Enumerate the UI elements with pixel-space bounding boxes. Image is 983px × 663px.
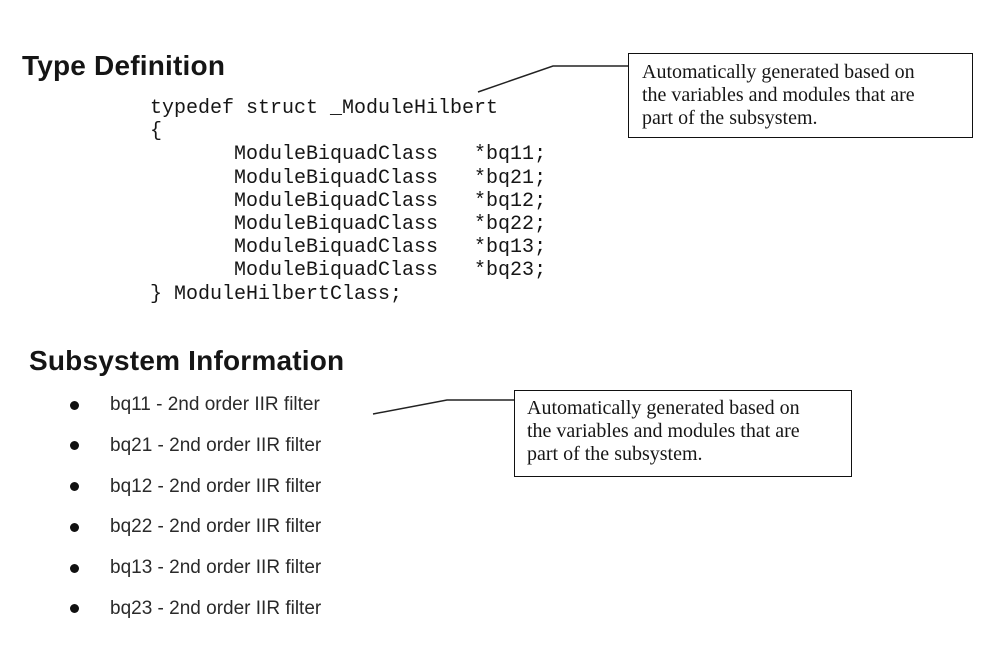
subsystem-module-list: bq11 - 2nd order IIR filter bq21 - 2nd o… <box>0 394 321 620</box>
code-line: ModuleBiquadClass *bq21; <box>150 166 547 190</box>
callout-text-line: part of the subsystem. <box>527 443 703 465</box>
list-item: bq12 - 2nd order IIR filter <box>0 476 321 498</box>
callout-text-line: the variables and modules that are <box>527 420 800 442</box>
code-line: ModuleBiquadClass *bq11; <box>150 143 547 167</box>
leader-line-to-bullet <box>372 399 514 415</box>
typedef-code-block: typedef struct _ModuleHilbert { ModuleBi… <box>150 97 546 306</box>
list-item: bq23 - 2nd order IIR filter <box>0 598 321 620</box>
list-item-label: bq11 - 2nd order IIR filter <box>110 394 320 415</box>
type-definition-heading: Type Definition <box>22 49 226 81</box>
code-line: } ModuleHilbertClass; <box>150 282 403 306</box>
callout-box-type-definition: Automatically generated based on the var… <box>628 53 973 138</box>
bullet-icon <box>70 604 79 614</box>
code-line: ModuleBiquadClass *bq23; <box>150 259 547 283</box>
list-item: bq22 - 2nd order IIR filter <box>0 516 321 538</box>
list-item-label: bq22 - 2nd order IIR filter <box>110 516 322 538</box>
code-line: ModuleBiquadClass *bq12; <box>150 189 547 213</box>
bullet-icon <box>70 482 79 492</box>
bullet-icon <box>70 522 79 532</box>
code-line: ModuleBiquadClass *bq22; <box>150 213 547 237</box>
bullet-icon <box>70 441 79 451</box>
bullet-icon <box>70 563 79 573</box>
list-item: bq11 - 2nd order IIR filter <box>0 394 321 416</box>
list-item: bq21 - 2nd order IIR filter <box>0 435 321 457</box>
list-item: bq13 - 2nd order IIR filter <box>0 557 321 579</box>
leader-line-to-code <box>477 65 628 93</box>
list-item-label: bq13 - 2nd order IIR filter <box>110 557 322 579</box>
list-item-label: bq23 - 2nd order IIR filter <box>110 597 322 619</box>
list-item-label: bq21 - 2nd order IIR filter <box>110 434 322 456</box>
callout-text-line: Automatically generated based on <box>527 397 800 419</box>
subsystem-information-heading: Subsystem Information <box>29 344 345 376</box>
code-line: { <box>150 120 163 144</box>
bullet-icon <box>70 400 79 410</box>
list-item-label: bq12 - 2nd order IIR filter <box>110 475 322 497</box>
code-line: ModuleBiquadClass *bq13; <box>150 236 547 260</box>
callout-text-line: part of the subsystem. <box>642 107 818 129</box>
callout-text-line: the variables and modules that are <box>642 84 915 106</box>
code-line: typedef struct _ModuleHilbert <box>150 97 499 120</box>
callout-box-subsystem-information: Automatically generated based on the var… <box>514 390 852 477</box>
callout-text-line: Automatically generated based on <box>642 61 915 83</box>
